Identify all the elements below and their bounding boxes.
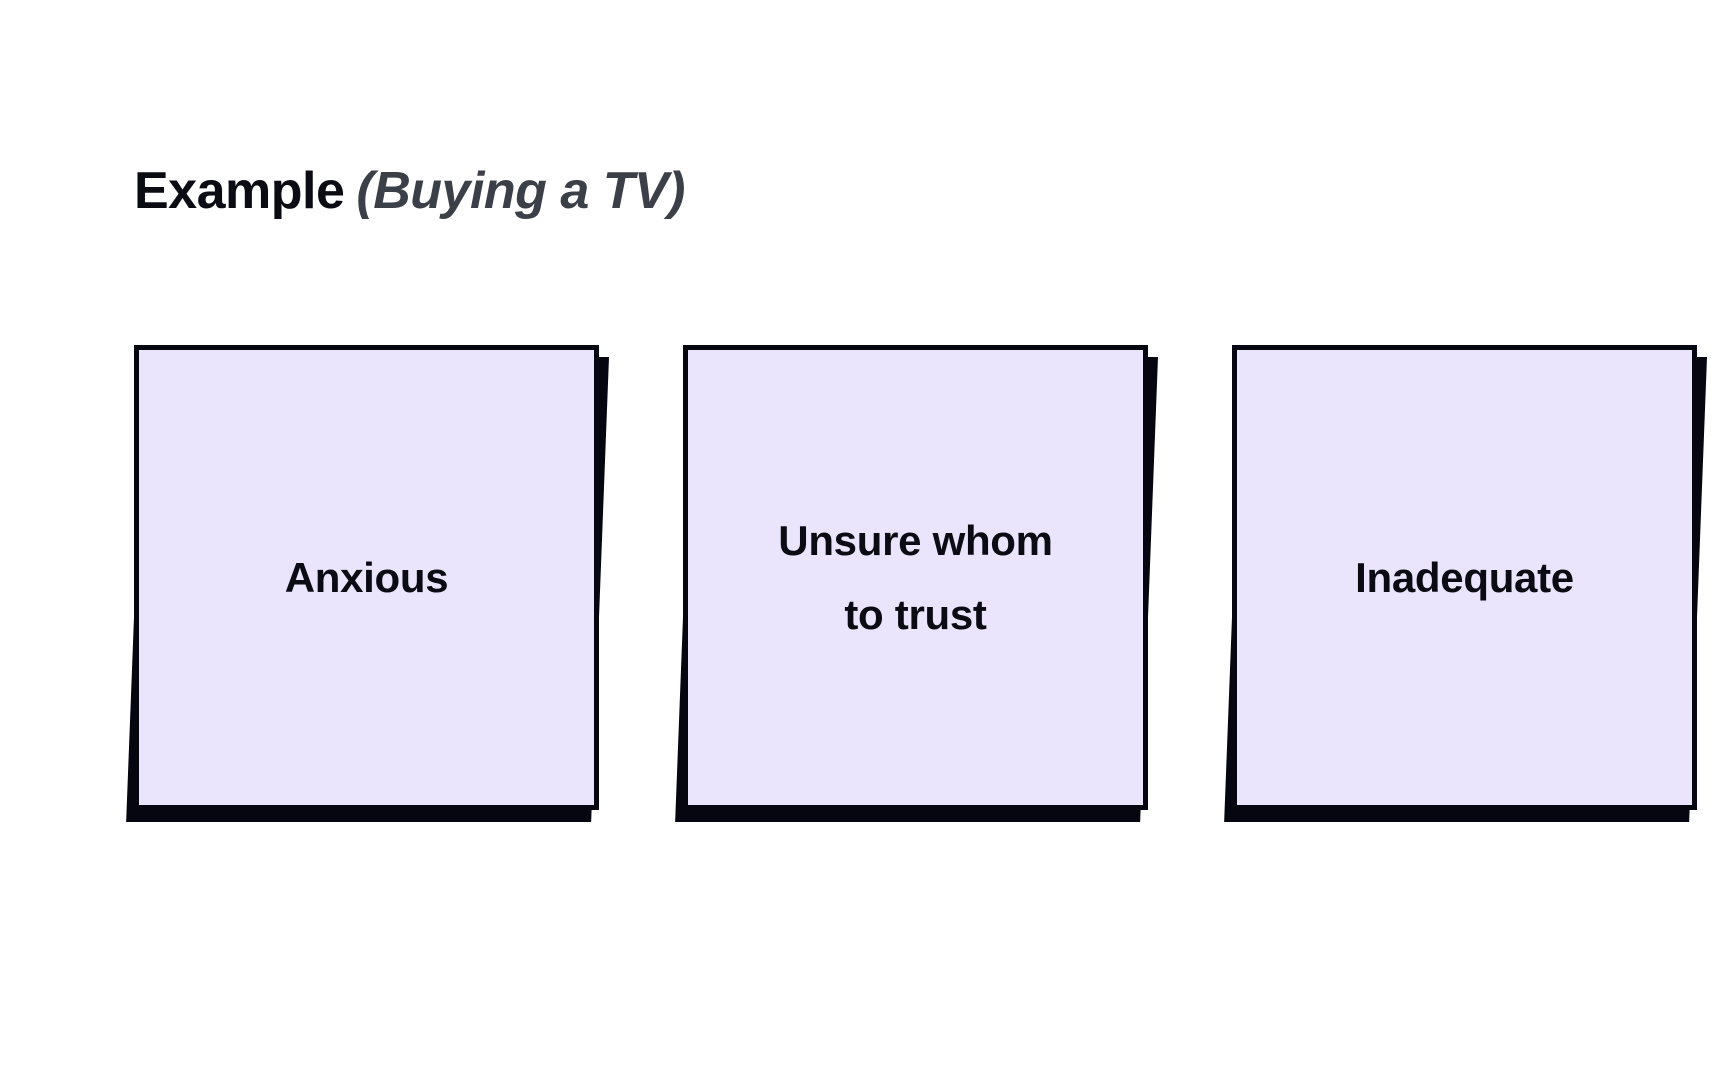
card-row: Anxious Unsure whom to trust Inadequate [126, 345, 1707, 822]
card-unsure-whom-to-trust[interactable]: Unsure whom to trust [683, 345, 1148, 810]
page-title-parenthetical: (Buying a TV) [356, 162, 685, 220]
card-item: Unsure whom to trust [675, 345, 1158, 822]
page-title-main: Example [134, 162, 345, 220]
card-item: Inadequate [1224, 345, 1707, 822]
card-item: Anxious [126, 345, 609, 822]
page-title: Example(Buying a TV) [134, 162, 685, 220]
card-inadequate[interactable]: Inadequate [1232, 345, 1697, 810]
card-anxious[interactable]: Anxious [134, 345, 599, 810]
card-label: Inadequate [1355, 553, 1574, 601]
card-label: Unsure whom to trust [778, 517, 1053, 638]
card-label: Anxious [284, 553, 449, 601]
